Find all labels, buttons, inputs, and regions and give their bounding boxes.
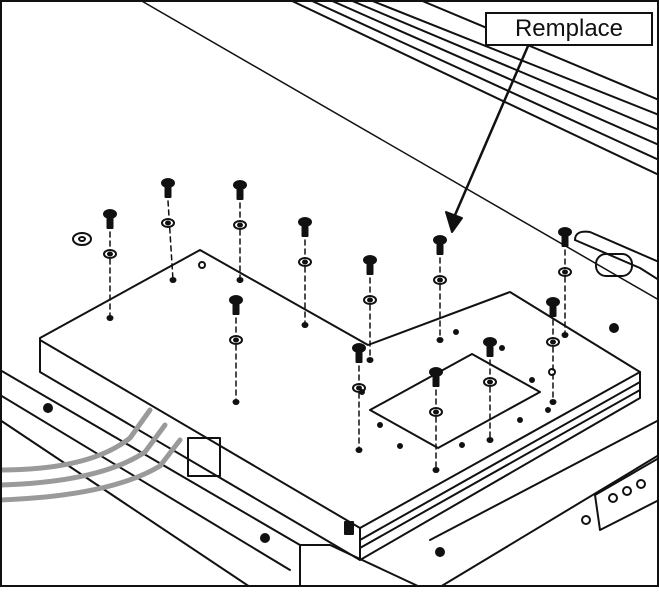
- fastener-stack: [483, 337, 497, 443]
- fastener-stack: [229, 295, 243, 405]
- washer-icon: [229, 335, 243, 345]
- mounting-hole: [377, 422, 383, 428]
- mounting-hole: [499, 345, 505, 351]
- mounting-hole: [529, 377, 535, 383]
- fastener-stack: [298, 217, 312, 328]
- fastener-stack: [433, 235, 447, 343]
- mounting-hole: [453, 329, 459, 335]
- mounting-hole: [545, 407, 551, 413]
- washer-icon: [103, 249, 117, 259]
- callout-label: Remplace: [485, 12, 653, 46]
- mounting-plate: [39, 249, 641, 561]
- fastener-stack: [363, 255, 377, 363]
- mounting-hole: [397, 443, 403, 449]
- washer-icon: [433, 275, 447, 285]
- right-bracket: [574, 230, 659, 333]
- lower-frame: [0, 369, 659, 588]
- screw-icon: [103, 209, 117, 229]
- washer-icon: [429, 407, 443, 417]
- screw-icon: [558, 227, 572, 247]
- washer-icon: [546, 337, 560, 347]
- cable-bundle: [0, 407, 183, 503]
- screw-icon: [352, 343, 366, 363]
- mounting-hole: [459, 442, 465, 448]
- mounting-hole: [359, 389, 365, 395]
- arrow-icon: [445, 44, 530, 233]
- fastener-stack: [546, 297, 560, 405]
- screw-icon: [161, 178, 175, 198]
- fastener-stack: [233, 180, 247, 283]
- fastener-stack: [161, 178, 177, 283]
- screw-icon: [363, 255, 377, 275]
- screw-icon: [429, 367, 443, 387]
- fastener-group: [103, 178, 572, 473]
- screw-icon: [433, 235, 447, 255]
- screw-icon: [298, 217, 312, 237]
- washer-icon: [558, 267, 572, 277]
- washer-icon: [298, 257, 312, 267]
- upper-rail: [139, 0, 659, 301]
- washer-icon: [483, 377, 497, 387]
- screw-icon: [233, 180, 247, 200]
- screw-icon: [546, 297, 560, 317]
- fastener-stack: [103, 209, 117, 321]
- washer-icon: [363, 295, 377, 305]
- washer-icon: [161, 218, 175, 228]
- screw-icon: [483, 337, 497, 357]
- mounting-hole: [517, 417, 523, 423]
- fastener-stack: [352, 343, 366, 453]
- washer-icon: [72, 232, 92, 246]
- fastener-stack: [429, 367, 443, 473]
- screw-icon: [229, 295, 243, 315]
- fastener-stack: [558, 227, 572, 338]
- washer-icon: [233, 220, 247, 230]
